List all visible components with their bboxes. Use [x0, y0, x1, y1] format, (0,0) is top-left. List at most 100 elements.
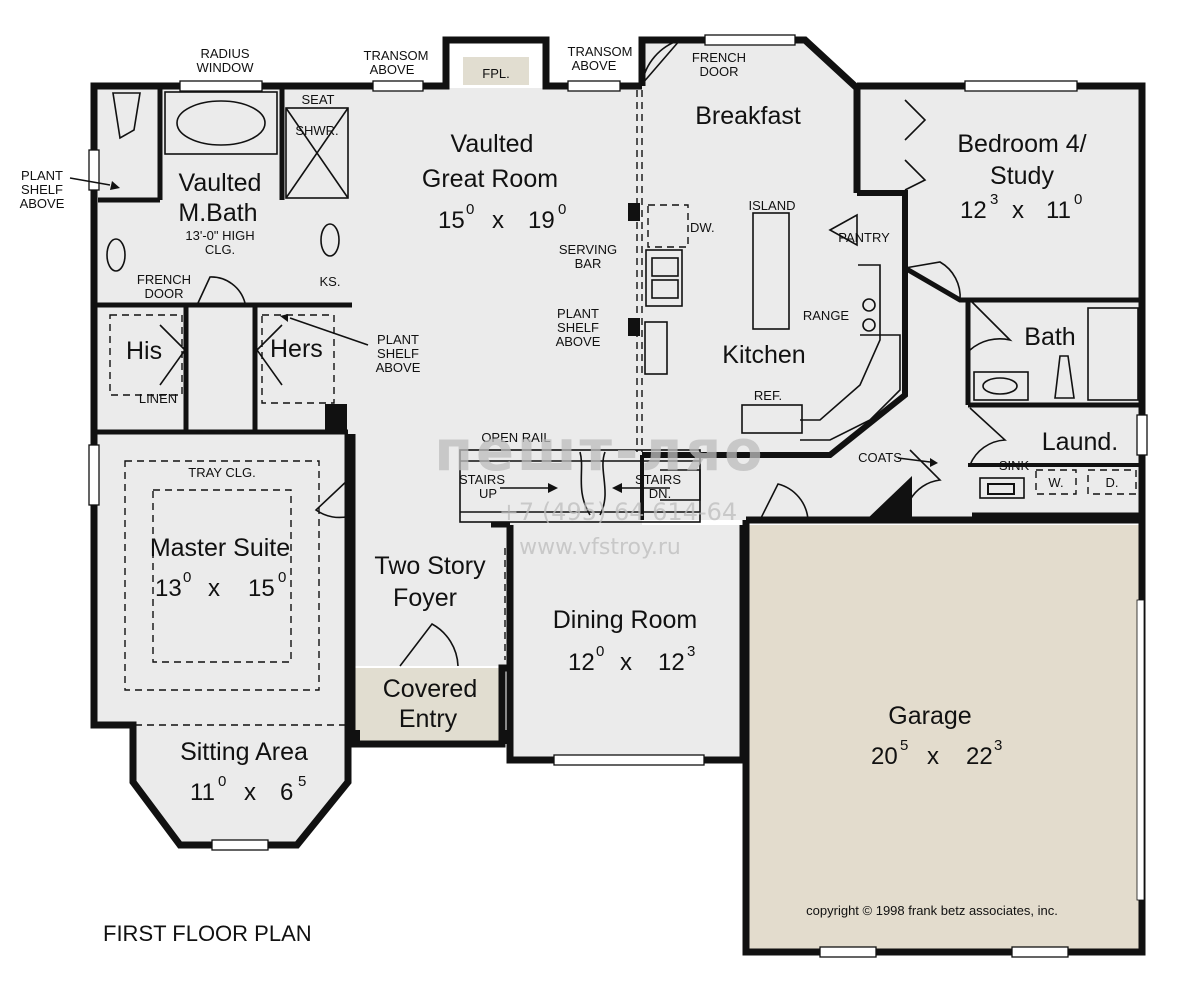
master-suite-dim-x: x: [208, 575, 220, 602]
pantry-label: PANTRY: [838, 230, 890, 245]
entry-line2: Entry: [399, 705, 458, 733]
dashed-lines: [109, 90, 1137, 726]
breakfast-label: Breakfast: [695, 102, 801, 130]
hers-label: Hers: [270, 335, 323, 363]
watermark-url: www.vfstroy.ru: [519, 535, 681, 560]
seat-label: SEAT: [302, 92, 335, 107]
stairs: [459, 449, 701, 523]
master-suite-dim-w: 13: [155, 575, 182, 602]
bedroom4-line1: Bedroom 4/: [957, 130, 1086, 158]
island-label: ISLAND: [749, 198, 796, 213]
bedroom4-dim-wsup: 3: [990, 191, 998, 208]
garage-dim-w: 20: [871, 743, 898, 770]
covered-entry-fill: [352, 668, 502, 744]
great-room-dim-x: x: [492, 207, 504, 234]
dining-label: Dining Room: [553, 606, 698, 634]
garage-dim-hsup: 3: [994, 737, 1002, 754]
watermark-brand: пешт-ляо: [434, 419, 765, 484]
master-suite-dim-wsup: 0: [183, 569, 191, 586]
master-suite-label: Master Suite: [150, 534, 290, 562]
radius-window-1: RADIUS: [200, 46, 249, 61]
stairs-up-1: STAIRS: [459, 472, 505, 487]
foyer-line1: Two Story: [374, 552, 486, 580]
garage-dim-x: x: [927, 743, 939, 770]
doors: [159, 38, 1013, 667]
sink-label: SINK: [999, 458, 1030, 473]
foyer-line2: Foyer: [393, 584, 457, 612]
transom-right-2: ABOVE: [572, 58, 617, 73]
open-rail-label: OPEN RAIL: [481, 430, 550, 445]
great-room-dim-h: 19: [528, 207, 555, 234]
plant-shelf-mid-3: ABOVE: [556, 334, 601, 349]
stairs-up-2: UP: [479, 486, 497, 501]
windows: [88, 34, 1148, 958]
bath-label: Bath: [1024, 323, 1075, 351]
transom-right-1: TRANSOM: [568, 44, 633, 59]
bedroom4-line2: Study: [990, 162, 1054, 190]
french-door-top-1: FRENCH: [692, 50, 746, 65]
transom-left-2: ABOVE: [370, 62, 415, 77]
great-room-line2: Great Room: [422, 165, 558, 193]
french-door-top-2: DOOR: [700, 64, 739, 79]
great-room-dim-hsup: 0: [558, 201, 566, 218]
washer-label: W.: [1048, 475, 1063, 490]
his-label: His: [126, 337, 162, 365]
watermark: пешт-ляо +7 (495) 64 614-64 www.vfstroy.…: [434, 419, 765, 560]
plant-shelf-left-2: SHELF: [21, 182, 63, 197]
toilet-mbath: [112, 92, 141, 140]
plant-shelf-left-3: ABOVE: [20, 196, 65, 211]
dining-dim-x: x: [620, 649, 632, 676]
plant-shelf-left-1: PLANT: [21, 168, 63, 183]
laundry-label: Laund.: [1042, 428, 1118, 456]
sitting-dim-h: 6: [280, 779, 293, 806]
french-door-bath-1: FRENCH: [137, 272, 191, 287]
plan-title: FIRST FLOOR PLAN: [103, 921, 312, 946]
dryer-label: D.: [1106, 475, 1119, 490]
ref-label: REF.: [754, 388, 782, 403]
master-suite-dim-hsup: 0: [278, 569, 286, 586]
copyright-text: copyright © 1998 frank betz associates, …: [806, 903, 1058, 918]
range-label: RANGE: [803, 308, 850, 323]
leaders: [69, 177, 938, 467]
sitting-dim-wsup: 0: [218, 773, 226, 790]
bedroom4-dim-hsup: 0: [1074, 191, 1082, 208]
plant-shelf-closet-2: SHELF: [377, 346, 419, 361]
fixtures: [106, 91, 1139, 744]
mbath-line1: Vaulted: [179, 169, 262, 197]
master-suite-dim-h: 15: [248, 575, 275, 602]
bedroom4-dim-h: 11: [1046, 197, 1071, 224]
transom-left-1: TRANSOM: [364, 48, 429, 63]
stairs-dn-1: STAIRS: [635, 472, 681, 487]
sitting-dim-hsup: 5: [298, 773, 306, 790]
garage-label: Garage: [888, 702, 971, 730]
linen-label: LINEN: [139, 391, 177, 406]
kitchen-island: [752, 212, 790, 330]
great-room-dim-wsup: 0: [466, 201, 474, 218]
mbath-line2: M.Bath: [178, 199, 257, 227]
sitting-dim-w: 11: [190, 779, 215, 806]
annotations: RADIUS WINDOW TRANSOM ABOVE TRANSOM ABOV…: [20, 44, 1119, 501]
mbath-note2: CLG.: [205, 242, 235, 257]
dining-dim-hsup: 3: [687, 643, 695, 660]
stairs-dn-2: DN.: [649, 486, 671, 501]
ks-label: KS.: [320, 274, 341, 289]
plant-shelf-closet-3: ABOVE: [376, 360, 421, 375]
entry-line1: Covered: [383, 675, 478, 703]
mbath-note1: 13'-0" HIGH: [185, 228, 254, 243]
room-labels: Vaulted Great Room 15 0 x 19 0 Breakfast…: [126, 102, 1118, 806]
dw-label: DW.: [690, 220, 715, 235]
plant-shelf-closet-1: PLANT: [377, 332, 419, 347]
dining-dim-w: 12: [568, 649, 595, 676]
great-room-line1: Vaulted: [451, 130, 534, 158]
dining-dim-h: 12: [658, 649, 685, 676]
serving-bar-1: SERVING: [559, 242, 617, 257]
kitchen-label: Kitchen: [722, 341, 805, 369]
serving-bar-2: BAR: [575, 256, 602, 271]
fireplace: [463, 57, 529, 85]
shwr-label: SHWR.: [295, 123, 338, 138]
interior-walls: [94, 88, 1142, 725]
garage-fill: [746, 525, 1141, 952]
plant-shelf-mid-2: SHELF: [557, 320, 599, 335]
radius-window-2: WINDOW: [196, 60, 254, 75]
garage-dim-wsup: 5: [900, 737, 908, 754]
